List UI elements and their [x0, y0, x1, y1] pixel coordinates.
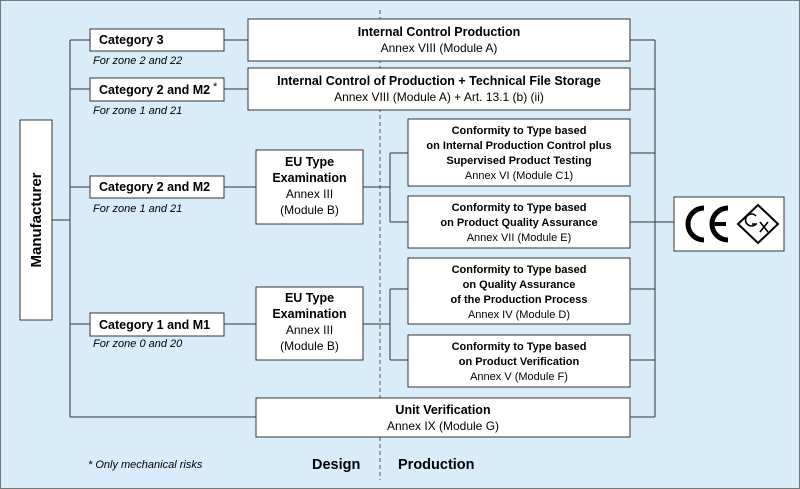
category-2-label: Category 2 and M2	[99, 180, 210, 194]
unit-verification-annex: Annex IX (Module G)	[387, 419, 499, 433]
ce-mark-icon	[685, 205, 729, 243]
design-label: Design	[312, 457, 360, 473]
internal-control-annex: Annex VIII (Module A)	[381, 41, 498, 55]
manufacturer-label: Manufacturer	[28, 172, 45, 267]
category-2-zone: For zone 1 and 21	[93, 203, 182, 215]
eu-type-1-annex: Annex III	[286, 187, 333, 201]
eu-type-examination-box-1: EU Type Examination Annex III (Module B)	[255, 149, 364, 225]
module-f-box: Conformity to Type based on Product Veri…	[407, 334, 631, 388]
module-e-box: Conformity to Type based on Product Qual…	[407, 195, 631, 249]
d-annex: Annex IV (Module D)	[468, 309, 570, 321]
internal-control-box: Internal Control Production Annex VIII (…	[247, 18, 631, 62]
c1-line1: Conformity to Type based	[452, 125, 587, 137]
f-line2: on Product Verification	[459, 356, 580, 368]
e-line1: Conformity to Type based	[452, 202, 587, 214]
category-2-tech-label: Category 2 and M2	[99, 83, 210, 97]
category-3-box: Category 3 For zone 2 and 22	[89, 28, 225, 67]
asterisk-mark: *	[213, 81, 218, 93]
marking-box	[673, 196, 785, 252]
module-c1-box: Conformity to Type based on Internal Pro…	[407, 118, 631, 187]
eu-type-1-module: (Module B)	[280, 203, 339, 217]
d-line3: of the Production Process	[451, 294, 588, 306]
ex-mark-icon	[736, 203, 780, 245]
category-2-tech-box: Category 2 and M2 * For zone 1 and 21	[89, 77, 225, 117]
module-d-box: Conformity to Type based on Quality Assu…	[407, 257, 631, 325]
eu-type-2-annex: Annex III	[286, 323, 333, 337]
c1-line3: Supervised Product Testing	[446, 155, 591, 167]
manufacturer-box: Manufacturer	[19, 119, 53, 321]
c1-annex: Annex VI (Module C1)	[465, 170, 573, 182]
e-annex: Annex VII (Module E)	[467, 232, 572, 244]
footnote-text: * Only mechanical risks	[88, 459, 203, 471]
d-line2: on Quality Assurance	[463, 279, 576, 291]
eu-type-1-line1: EU Type	[285, 155, 334, 169]
unit-verification-title: Unit Verification	[395, 403, 490, 417]
eu-type-2-line1: EU Type	[285, 291, 334, 305]
category-2-box: Category 2 and M2 For zone 1 and 21	[89, 175, 225, 215]
eu-type-1-line2: Examination	[272, 171, 346, 185]
category-2-tech-zone: For zone 1 and 21	[93, 105, 182, 117]
f-annex: Annex V (Module F)	[470, 371, 568, 383]
category-3-label: Category 3	[99, 33, 164, 47]
eu-type-2-line2: Examination	[272, 307, 346, 321]
internal-control-tech-box: Internal Control of Production + Technic…	[247, 67, 631, 111]
category-3-zone: For zone 2 and 22	[93, 55, 182, 67]
d-line1: Conformity to Type based	[452, 264, 587, 276]
c1-line2: on Internal Production Control plus	[426, 140, 611, 152]
internal-control-tech-annex: Annex VIII (Module A) + Art. 13.1 (b) (i…	[334, 90, 544, 104]
category-1-box: Category 1 and M1 For zone 0 and 20	[89, 312, 225, 350]
production-label: Production	[398, 457, 475, 473]
eu-type-2-module: (Module B)	[280, 339, 339, 353]
unit-verification-box: Unit Verification Annex IX (Module G)	[255, 397, 631, 438]
f-line1: Conformity to Type based	[452, 341, 587, 353]
internal-control-tech-title: Internal Control of Production + Technic…	[277, 74, 601, 88]
e-line2: on Product Quality Assurance	[440, 217, 597, 229]
category-1-label: Category 1 and M1	[99, 318, 210, 332]
internal-control-title: Internal Control Production	[358, 25, 521, 39]
category-1-zone: For zone 0 and 20	[93, 338, 183, 350]
connectors	[52, 39, 674, 418]
eu-type-examination-box-2: EU Type Examination Annex III (Module B)	[255, 286, 364, 361]
